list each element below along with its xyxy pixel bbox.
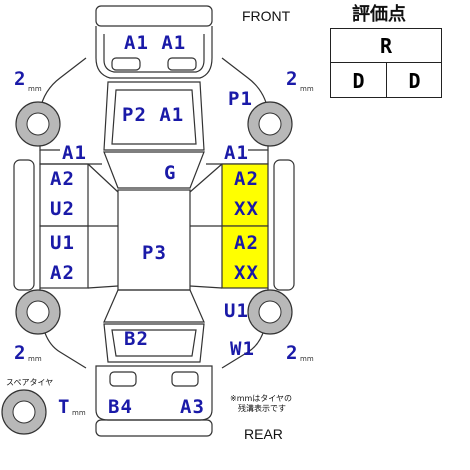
left-taillight-outline — [109, 371, 137, 387]
spare-tire-unit: mm — [72, 409, 86, 417]
spare-tire-depth: T — [58, 396, 71, 418]
right-front-door-mark-2: XX — [234, 198, 259, 220]
windshield-outline — [103, 151, 205, 189]
front-bumper-inner-outline — [103, 34, 205, 73]
front-bumper-marks: A1 A1 — [124, 32, 187, 54]
right-rear-quarter-mark: U1 — [224, 300, 249, 322]
hood-outline — [103, 81, 205, 151]
rear-left-tire-depth: 2 — [14, 342, 27, 364]
right-front-pillar-mark: A1 — [224, 142, 249, 164]
overall-score: R — [331, 29, 441, 63]
rear-label: REAR — [244, 426, 283, 442]
hood-inner-outline — [111, 89, 197, 145]
rear-bumper-bottom-outline — [95, 419, 213, 437]
right-front-door-highlight — [221, 163, 269, 227]
exterior-score: D — [331, 63, 387, 98]
right-rear-wheel-arch-mark: W1 — [230, 338, 255, 360]
wheels — [1, 101, 293, 435]
rear-left-hub — [26, 300, 50, 324]
windshield-mark: G — [164, 162, 177, 184]
rear-bumper-right-mark: A3 — [180, 396, 205, 418]
right-front-door-mark-1: A2 — [234, 168, 259, 190]
trunk-mark: B2 — [124, 328, 149, 350]
left-rear-door-mark-2: A2 — [50, 262, 75, 284]
rear-right-tire-depth: 2 — [286, 342, 299, 364]
rear-right-tire-unit: mm — [300, 355, 314, 363]
left-door-connectors — [87, 163, 119, 289]
roof-mark: P3 — [142, 242, 167, 264]
tread-note-line1: ※mmはタイヤの — [230, 394, 293, 403]
left-front-door-mark-2: U2 — [50, 198, 75, 220]
roof-outline — [117, 189, 191, 291]
front-bumper-top-outline — [95, 5, 213, 27]
score-box: R D D — [330, 28, 442, 98]
right-side-sill-outline — [273, 159, 295, 291]
right-taillight-outline — [171, 371, 199, 387]
tread-note-line2: 残溝表示です — [238, 404, 286, 413]
front-right-fender-mark: P1 — [228, 88, 253, 110]
front-right-hub — [258, 112, 282, 136]
left-front-pillar-mark: A1 — [62, 142, 87, 164]
front-bumper-outline — [95, 26, 213, 79]
front-left-tire-depth: 2 — [14, 68, 27, 90]
left-headlight-outline — [111, 57, 141, 71]
front-right-tire-depth: 2 — [286, 68, 299, 90]
left-side-sill-outline — [13, 159, 35, 291]
rear-bumper-left-mark: B4 — [108, 396, 133, 418]
front-right-tire-unit: mm — [300, 85, 314, 93]
rear-left-tire-unit: mm — [28, 355, 42, 363]
score-title: 評価点 — [352, 4, 406, 25]
right-rear-door-mark-2: XX — [234, 262, 259, 284]
left-front-door-mark-1: A2 — [50, 168, 75, 190]
front-left-tire-unit: mm — [28, 85, 42, 93]
right-rear-door-highlight — [221, 225, 269, 289]
rear-window-outline — [103, 289, 205, 323]
spare-tire-label: スペアタイヤ — [6, 378, 54, 387]
left-rear-door-outline — [39, 225, 89, 289]
right-rear-door-mark-1: A2 — [234, 232, 259, 254]
front-label: FRONT — [242, 8, 291, 24]
front-left-hub — [26, 112, 50, 136]
rear-right-hub — [258, 300, 282, 324]
right-headlight-outline — [167, 57, 197, 71]
right-door-connectors — [189, 163, 223, 289]
trunk-inner-outline — [111, 329, 197, 357]
spare-hub — [12, 400, 36, 424]
left-rear-door-mark-1: U1 — [50, 232, 75, 254]
trunk-outline — [103, 323, 205, 363]
hood-marks: P2 A1 — [122, 104, 185, 126]
interior-score: D — [408, 68, 421, 93]
